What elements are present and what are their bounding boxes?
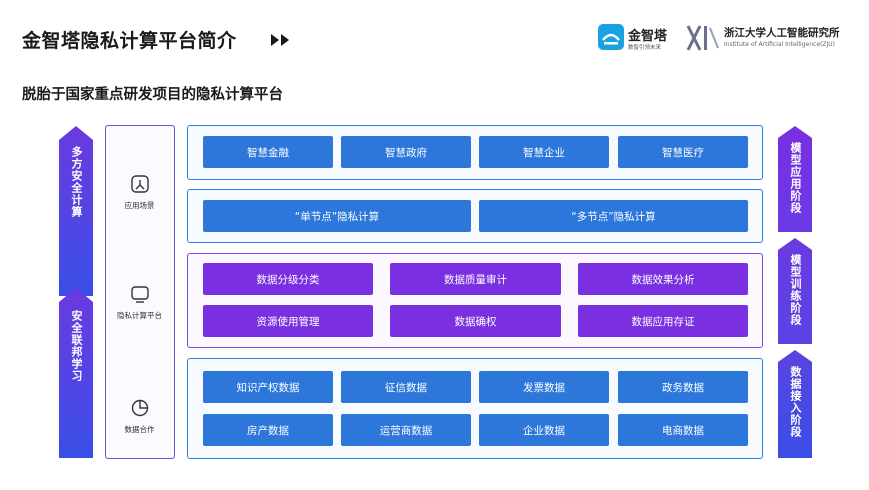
app-smart-finance[interactable]: 智慧金融 [203,136,333,168]
page-title: 金智塔隐私计算平台简介 [22,30,237,52]
single-node-computing[interactable]: “单节点”隐私计算 [203,200,471,232]
data-invoice[interactable]: 发票数据 [479,371,609,403]
right-arrow-model-training: 模型训练阶段 [778,238,812,344]
middle-column: 应用场景 隐私计算平台 数据合作 [105,125,175,459]
zju-ai-name: 浙江大学人工智能研究所 [724,27,840,39]
data-enterprise[interactable]: 企业数据 [479,414,609,446]
right-arrow-model-application-label: 模型应用阶段 [789,142,802,214]
monitor-icon [130,286,149,303]
pie-chart-icon [131,399,148,417]
data-ip[interactable]: 知识产权数据 [203,371,333,403]
mid-item-data: 数据合作 [106,398,173,435]
mid-label-scenarios: 应用场景 [124,201,155,210]
section-platform: 数据分级分类 数据质量审计 数据效果分析 资源使用管理 数据确权 数据应用存证 [187,253,763,348]
page-subtitle: 脱胎于国家重点研发项目的隐私计算平台 [22,87,283,103]
multi-node-computing[interactable]: “多节点”隐私计算 [479,200,748,232]
zju-ai-english-name: Institute of Artificial Intelligence(ZJU… [724,41,835,48]
mid-item-platform: 隐私计算平台 [106,284,173,321]
app-smart-enterprise[interactable]: 智慧企业 [479,136,609,168]
data-classification[interactable]: 数据分级分类 [203,263,373,295]
section-computing: “单节点”隐私计算 “多节点”隐私计算 [187,189,763,243]
mid-label-platform: 隐私计算平台 [117,311,162,320]
data-government[interactable]: 政务数据 [618,371,748,403]
section-data: 知识产权数据 征信数据 发票数据 政务数据 房产数据 运营商数据 企业数据 电商… [187,358,763,459]
right-arrow-model-application: 模型应用阶段 [778,126,812,232]
resource-usage-management[interactable]: 资源使用管理 [203,305,373,337]
left-arrow-fl-label: 安全联邦学习 [70,310,83,382]
mid-item-scenarios: 应用场景 [106,174,173,211]
data-ecommerce[interactable]: 电商数据 [618,414,748,446]
data-effect-analysis[interactable]: 数据效果分析 [578,263,748,295]
zju-ai-mark-icon [686,25,719,51]
mid-label-data: 数据合作 [124,425,155,434]
jinzhita-logo-name: 金智塔 [628,29,668,44]
left-arrow-mpc-label: 多方安全计算 [70,146,83,218]
data-quality-audit[interactable]: 数据质量审计 [390,263,561,295]
right-arrow-model-training-label: 模型训练阶段 [789,254,802,326]
jinzhita-mark-icon [598,24,624,50]
data-real-estate[interactable]: 房产数据 [203,414,333,446]
data-telecom[interactable]: 运营商数据 [341,414,471,446]
jinzhita-logo-tagline: 数智引领未来 [628,45,662,51]
jinzhita-logo: 金智塔 数智引领未来 [598,24,678,54]
zju-ai-logo: 浙江大学人工智能研究所 Institute of Artificial Inte… [686,24,856,54]
data-credit[interactable]: 征信数据 [341,371,471,403]
data-rights-confirmation[interactable]: 数据确权 [390,305,561,337]
left-arrow-mpc: 多方安全计算 [59,126,93,296]
data-application-evidence[interactable]: 数据应用存证 [578,305,748,337]
left-arrow-fl: 安全联邦学习 [59,288,93,458]
person-icon [130,175,149,193]
app-smart-healthcare[interactable]: 智慧医疗 [618,136,748,168]
right-arrow-data-access: 数据接入阶段 [778,350,812,458]
section-applications: 智慧金融 智慧政府 智慧企业 智慧医疗 [187,125,763,180]
double-chevron-right-icon [271,34,289,46]
right-arrow-data-access-label: 数据接入阶段 [789,366,802,438]
app-smart-government[interactable]: 智慧政府 [341,136,471,168]
